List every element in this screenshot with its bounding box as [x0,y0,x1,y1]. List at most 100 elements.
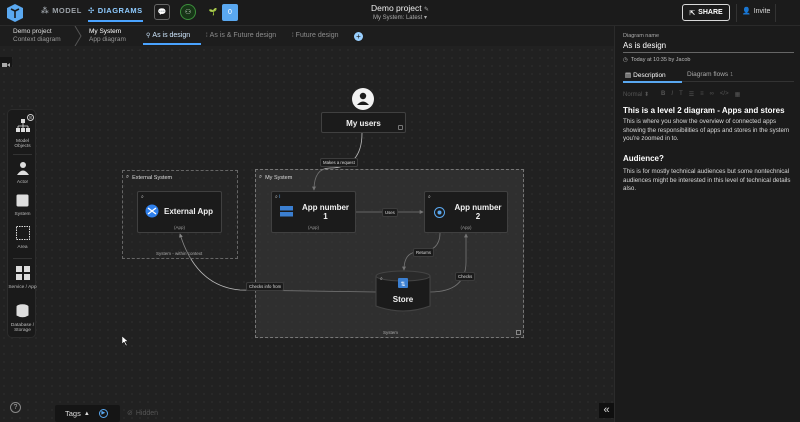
bold-icon[interactable]: B [661,91,666,97]
breadcrumb-root[interactable]: Demo project Context diagram [13,28,61,43]
expand-icon[interactable] [398,125,403,130]
details-panel: Diagram name As is design ◷ Today at 10:… [614,26,800,422]
edge-label-makes-request[interactable]: Makes a request [320,158,358,167]
description-paragraph: This is where you show the overview of c… [623,118,790,143]
link-icon[interactable]: ∞ [709,91,714,97]
node-app-number-1[interactable]: ⌕ i App number 1 (App) [271,191,356,233]
top-bar: ⁂ MODEL ✣ DIAGRAMS 💬 ⚇ 🌱 0 Demo project … [0,0,800,26]
tool-area[interactable]: Area [8,226,37,250]
eye-off-icon: ⊘ [127,410,133,417]
last-edited: ◷ Today at 10:35 by Jacob [623,57,691,63]
edge-checks-info [179,233,377,293]
notification-counter[interactable]: 0 [222,4,238,21]
edge-label-uses[interactable]: Uses [382,208,398,217]
node-external-app[interactable]: ⌕ External App (App) [137,191,222,233]
pin-icon: ⚲ [146,33,151,39]
diagram-name-input[interactable]: As is design [623,41,794,53]
logo-icon[interactable] [6,3,24,23]
tool-model-objects[interactable]: Model Objects [8,118,37,150]
group-caption: System [383,330,399,335]
node-my-users[interactable]: My users [321,112,406,133]
search-icon: ⌕ [126,174,130,180]
help-icon[interactable]: ? [10,402,21,413]
divider [13,154,32,155]
heading-icon[interactable]: T [679,91,683,97]
editor-toolbar: Normal ⬍ B I T ☰ ≡ ∞ </> ▦ [623,89,794,99]
chevron-right-icon [74,26,82,46]
invite-button[interactable]: 👤 Invite [742,7,771,16]
tool-system[interactable]: System [8,194,37,217]
group-label: External System [132,174,173,181]
diagrams-icon: ✣ [88,6,95,15]
add-tab-button[interactable]: + [354,32,363,41]
actor-avatar[interactable] [352,88,374,110]
object-count-badge: 8 [27,114,34,121]
comments-icon[interactable]: 💬 [154,4,170,20]
active-tab-indicator [143,43,201,45]
code-icon[interactable]: </> [719,91,729,97]
breadcrumb-current[interactable]: My System App diagram [89,28,126,43]
style-select[interactable]: Normal ⬍ [623,91,650,98]
bullet-list-icon[interactable]: ☰ [688,91,695,98]
health-icon[interactable]: ⚇ [180,4,196,20]
hidden-toggle[interactable]: ⊘ Hidden [127,409,159,418]
search-icon: ⌕ [428,194,431,200]
grid-icon [15,266,30,280]
node-store[interactable]: ⇅ [375,270,431,314]
store-title: Store [392,295,414,304]
edge-label-returns[interactable]: Returns [413,248,435,257]
flow-icon: ⁞ [206,32,208,39]
app-logo-icon [145,204,159,218]
diagrams-nav-button[interactable]: ✣ DIAGRAMS [88,6,143,22]
share-button[interactable]: ⇱ SHARE [682,4,730,21]
share-icon: ⇱ [689,9,696,17]
divider [736,4,737,22]
model-icon: ⁂ [41,6,50,15]
actor-icon [16,162,29,175]
svg-text:⇅: ⇅ [400,282,405,288]
panel-tabs: ▤ Description Diagram flows 1 [623,70,794,83]
active-tab-indicator [623,81,682,83]
target-icon [434,207,445,218]
project-name[interactable]: Demo project ✎ [371,3,429,13]
tool-database-storage[interactable]: Database / Storage [8,304,37,334]
pencil-icon[interactable]: ✎ [423,7,429,13]
edge-label-checks[interactable]: Checks [455,272,476,281]
search-icon: ⌕ [259,174,263,180]
edge-label-checks-info[interactable]: Checks info from [246,282,285,291]
description-paragraph: This is for mostly technical audiences b… [623,168,791,193]
tab-diagram-flows[interactable]: Diagram flows 1 [687,71,733,78]
group-caption: System - within context [156,251,203,256]
cursor-icon [122,336,129,346]
version-selector[interactable]: My System: Latest ▾ [372,15,428,21]
model-nav-label: MODEL [52,6,82,15]
tab-as-is-future-design[interactable]: ⁞ As is & Future design [206,32,277,39]
tool-actor[interactable]: Actor [8,161,37,185]
tab-future-design[interactable]: ⁞ Future design [292,32,339,39]
video-icon[interactable] [0,57,12,67]
description-heading: This is a level 2 diagram - Apps and sto… [623,106,785,115]
table-icon[interactable]: ▦ [734,91,741,98]
italic-icon[interactable]: I [671,91,674,97]
caret-down-icon: ▾ [424,15,428,21]
search-icon: ⌕ [380,276,383,282]
database-icon [398,278,408,288]
node-app-number-2[interactable]: ⌕ App number 2 (App) [424,191,508,233]
description-heading: Audience? [623,154,664,163]
collapse-panel-icon[interactable]: « [599,403,614,418]
clock-icon: ◷ [623,57,628,63]
plant-icon[interactable]: 🌱 [208,9,218,16]
tool-service-app[interactable]: Service / App [8,266,37,290]
document-icon: ▤ [625,72,632,79]
expand-icon[interactable] [516,330,521,335]
tab-description[interactable]: ▤ Description [625,71,666,80]
search-icon: ⌕ i [275,194,281,200]
add-user-icon: 👤 [742,8,751,15]
tags-button[interactable]: Tags ▲ ▶ [55,405,120,422]
tab-as-is-design[interactable]: ⚲ As is design [146,32,191,39]
add-tag-icon[interactable]: ▶ [98,409,108,418]
flow-icon: ⁞ [292,32,294,39]
model-nav-button[interactable]: ⁂ MODEL [41,6,82,15]
numbered-list-icon[interactable]: ≡ [700,91,704,97]
